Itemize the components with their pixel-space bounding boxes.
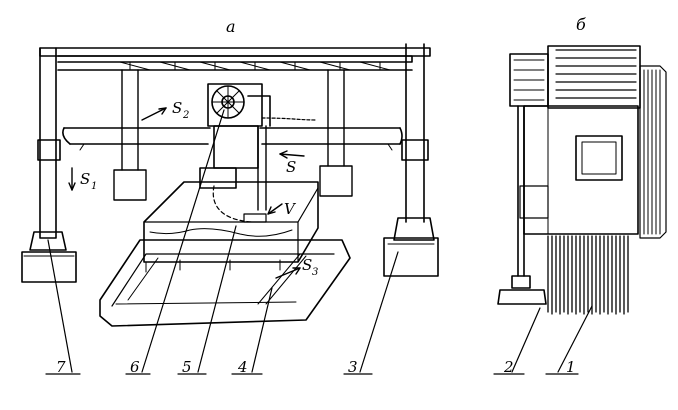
label-s1: S	[80, 170, 90, 188]
cross-beam	[62, 127, 403, 151]
label-s1-sub: 1	[91, 181, 97, 192]
callout-numbers: 7 6 5 4 3 2 1	[56, 358, 576, 376]
callout-1: 1	[566, 358, 576, 376]
leader-lines-a	[45, 109, 399, 375]
machine-bed	[99, 239, 351, 327]
left-column	[21, 47, 77, 283]
top-gantry-beam	[39, 47, 431, 71]
callout-5: 5	[182, 358, 192, 376]
callout-7: 7	[56, 358, 66, 376]
stone-block	[143, 181, 319, 263]
rear-columns	[113, 69, 353, 201]
callout-2: 2	[503, 358, 514, 376]
motion-arrows	[68, 107, 305, 279]
panel-a-title: а	[226, 17, 236, 36]
label-s: S	[286, 158, 296, 176]
callout-6: 6	[130, 358, 140, 376]
right-column	[383, 43, 439, 277]
label-v: V	[284, 200, 297, 218]
label-s3: S	[302, 256, 312, 274]
saw-blades	[547, 65, 667, 315]
column-b	[497, 105, 547, 305]
label-s2: S	[172, 99, 182, 117]
panel-a: а	[21, 17, 439, 375]
panel-b: б	[493, 15, 667, 375]
callout-4: 4	[237, 358, 248, 376]
cutting-head-carriage	[199, 83, 317, 211]
motor-unit	[509, 45, 641, 109]
label-s2-sub: 2	[182, 110, 189, 121]
leader-lines-b	[493, 305, 593, 375]
label-s3-sub: 3	[312, 267, 318, 278]
callout-3: 3	[348, 358, 358, 376]
panel-b-title: б	[576, 15, 586, 34]
carriage-housing	[519, 105, 639, 235]
